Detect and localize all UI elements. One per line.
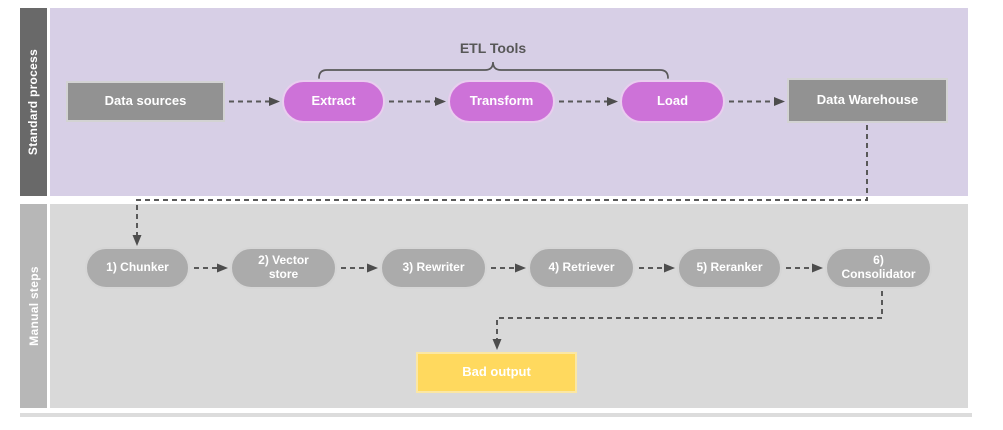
arrowhead-rewriter	[367, 263, 378, 273]
arrowhead-load	[607, 97, 618, 106]
edge-data-warehouse-chunker	[136, 125, 868, 235]
arrowhead-consolidator	[812, 263, 823, 273]
node-consolidator: 6) Consolidator	[825, 247, 932, 289]
arrowhead-reranker	[664, 263, 675, 273]
node-transform: Transform	[448, 80, 555, 123]
arrowhead-extract	[269, 97, 280, 106]
edge-consolidator-bad-output	[496, 291, 883, 339]
arrowhead-transform	[435, 97, 446, 106]
arrowhead-chunker	[132, 235, 142, 246]
node-retriever: 4) Retriever	[528, 247, 635, 289]
node-load: Load	[620, 80, 725, 123]
etl-tools-brace	[318, 61, 669, 79]
etl-tools-label: ETL Tools	[459, 40, 527, 56]
node-data-sources: Data sources	[66, 81, 225, 122]
lane-band-standard-process: Standard process	[20, 8, 47, 196]
arrowhead-bad-output	[492, 339, 502, 350]
node-extract: Extract	[282, 80, 385, 123]
lane-band-manual-steps: Manual steps	[20, 204, 47, 408]
node-vector-store: 2) Vector store	[230, 247, 337, 289]
node-chunker: 1) Chunker	[85, 247, 190, 289]
arrowhead-retriever	[515, 263, 526, 273]
arrowhead-data-warehouse	[774, 97, 785, 106]
node-reranker: 5) Reranker	[677, 247, 782, 289]
arrowhead-vector-store	[217, 263, 228, 273]
node-data-warehouse: Data Warehouse	[787, 78, 948, 123]
node-bad-output: Bad output	[416, 352, 577, 393]
node-rewriter: 3) Rewriter	[380, 247, 487, 289]
bottom-separator-line	[20, 413, 972, 417]
